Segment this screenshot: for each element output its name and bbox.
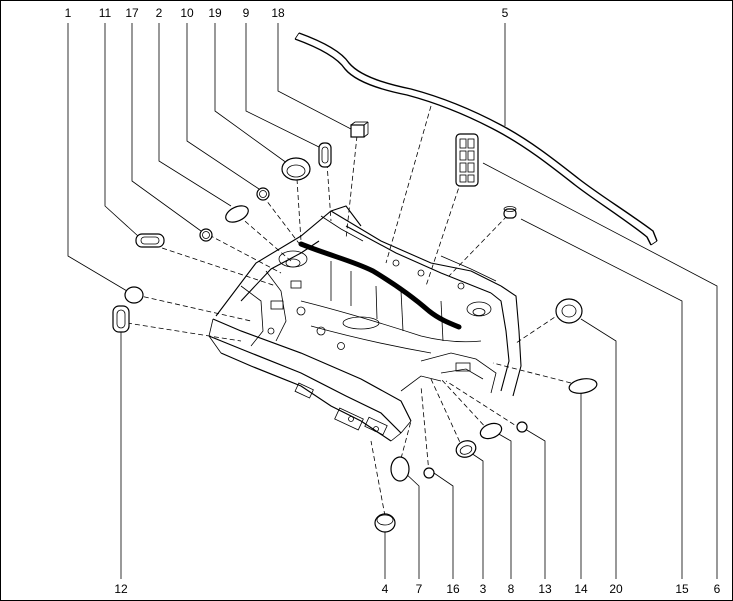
part-20-grommet — [555, 298, 583, 324]
leader-3 — [470, 452, 484, 579]
callout-12: 12 — [114, 582, 128, 596]
part-18-clip — [350, 121, 369, 138]
leader-15 — [520, 218, 683, 579]
leader-19 — [214, 23, 292, 167]
leader-10 — [186, 23, 260, 190]
part-7-plug — [390, 456, 410, 482]
part-4-plug — [374, 513, 396, 533]
part-17-ring — [199, 228, 213, 242]
part-3-grommet — [455, 440, 477, 458]
callout-19: 19 — [208, 6, 222, 20]
callout-16: 16 — [446, 582, 460, 596]
top-callouts: 1 11 17 2 10 19 9 18 5 — [65, 6, 509, 20]
part-5-seal-strip — [294, 32, 658, 246]
callout-13: 13 — [538, 582, 552, 596]
leader-8 — [496, 432, 512, 579]
callout-3: 3 — [480, 582, 487, 596]
callout-17: 17 — [125, 6, 139, 20]
part-6-grille — [455, 133, 479, 187]
leader-18 — [277, 23, 352, 130]
part-12-slot-grommet — [112, 305, 130, 333]
callout-11: 11 — [99, 6, 112, 20]
leader-17 — [131, 23, 202, 232]
leader-13 — [524, 428, 546, 579]
leader-7 — [402, 470, 420, 579]
callout-7: 7 — [416, 582, 423, 596]
leader-11 — [104, 23, 139, 237]
part-16-cap — [423, 467, 435, 479]
bottom-callouts: 12 4 7 16 3 8 13 14 20 15 6 — [114, 582, 720, 596]
leader-2 — [158, 23, 232, 207]
callout-2: 2 — [156, 6, 163, 20]
part-1-cap — [124, 286, 144, 304]
part-10-ring — [256, 187, 270, 201]
callout-4: 4 — [382, 582, 389, 596]
part-14-oval-plug — [568, 378, 598, 394]
leader-20 — [580, 318, 617, 579]
part-8-oval-plug — [479, 422, 503, 440]
installation-lines — [126, 105, 572, 517]
leader-16 — [430, 470, 454, 579]
callout-5: 5 — [502, 6, 509, 20]
part-19-grommet — [281, 157, 311, 181]
leader-1 — [67, 23, 128, 292]
part-11-slot-grommet — [135, 233, 165, 248]
part-13-cap — [516, 421, 528, 433]
callout-18: 18 — [271, 6, 285, 20]
callout-8: 8 — [508, 582, 515, 596]
front-structure-assembly — [208, 205, 522, 442]
leader-lines — [67, 23, 718, 579]
callout-10: 10 — [180, 6, 194, 20]
part-2-oval-plug — [225, 205, 249, 223]
callout-9: 9 — [243, 6, 250, 20]
callout-1: 1 — [65, 6, 72, 20]
callout-14: 14 — [574, 582, 588, 596]
part-15-cylinder — [503, 206, 517, 219]
callout-15: 15 — [675, 582, 689, 596]
leader-6 — [482, 162, 718, 579]
callout-20: 20 — [609, 582, 623, 596]
leader-9 — [245, 23, 324, 150]
part-9-plug — [318, 142, 332, 168]
callout-6: 6 — [714, 582, 721, 596]
